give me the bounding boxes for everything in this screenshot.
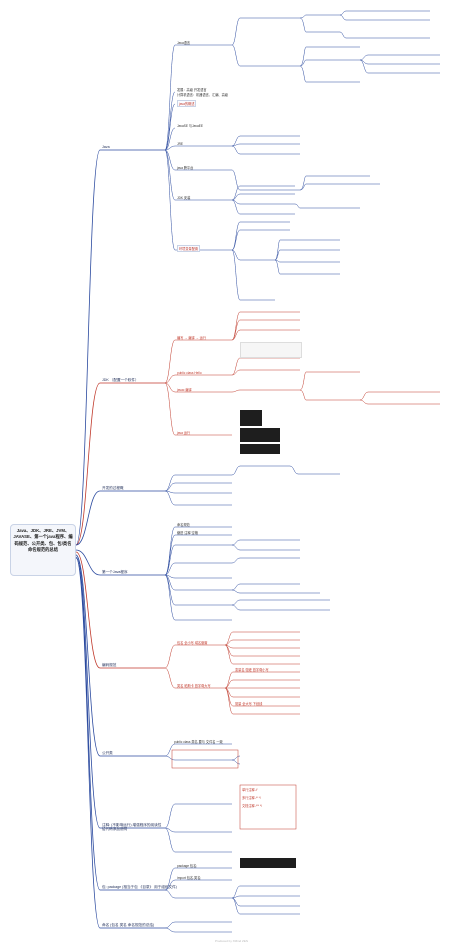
single-comment-node[interactable]: 单行注释 // bbox=[242, 788, 258, 792]
branch-naming[interactable]: 命名 (包名 类名 命名规范的总结) bbox=[102, 923, 155, 927]
java-dev-node[interactable]: 发展：高级 开发语言 bbox=[177, 88, 207, 92]
screenshot-thumbnail-cmd-3 bbox=[240, 444, 280, 454]
package-decl-node[interactable]: package 包名; bbox=[177, 864, 198, 868]
jre-node[interactable]: JRE bbox=[177, 142, 184, 146]
javase-javaee-node[interactable]: JavaSE 与JavaEE bbox=[177, 124, 204, 128]
screenshot-thumbnail-package bbox=[240, 858, 296, 868]
multi-comment-node[interactable]: 多行注释 /* */ bbox=[242, 796, 261, 800]
jdk-java-run-node[interactable]: java 运行 bbox=[177, 431, 191, 435]
java-computer-lang-node[interactable]: 计算机语言：机器语言、汇编、高级 bbox=[177, 93, 228, 97]
const-rule-node[interactable]: 常量 全大写 下划线 bbox=[235, 702, 263, 706]
branch-public-class[interactable]: 公开类 bbox=[102, 751, 113, 755]
jdk-env-node[interactable]: 环境变量配置 bbox=[177, 245, 201, 252]
doc-comment-node[interactable]: 文档注释 /** */ bbox=[242, 804, 263, 808]
screenshot-thumbnail-cmd-2 bbox=[240, 428, 280, 442]
branch-first-program[interactable]: 第一个Java程序 bbox=[102, 570, 128, 574]
jdk-hello-node[interactable]: public class Hello bbox=[177, 371, 202, 375]
javase-node[interactable]: JDK 安装 bbox=[177, 196, 191, 200]
jdk-dev-process-node[interactable]: 编写 → 编译 → 运行 bbox=[177, 336, 207, 340]
branch-comments[interactable]: 注释: (不影响运行) 增强程序的阅读性 给代码添加说明 bbox=[102, 823, 162, 831]
public-class-rule-node[interactable]: public class 类名 要与 文件名 一致 bbox=[174, 740, 223, 744]
naming-rule-node[interactable]: 命名规范 bbox=[177, 523, 190, 527]
screenshot-thumbnail-cmd-1 bbox=[240, 410, 262, 426]
import-decl-node[interactable]: import 包名.类名; bbox=[177, 876, 202, 880]
java-overview-node[interactable]: java的概述 bbox=[177, 100, 197, 107]
jdk-javac-node[interactable]: javac 编译 bbox=[177, 388, 192, 392]
package-rule-node[interactable]: 包名 全小写 域名倒置 bbox=[177, 641, 208, 645]
java-cross-platform-node[interactable]: java 跨平台 bbox=[177, 166, 194, 170]
branch-dev-process[interactable]: 开发的过程概 bbox=[102, 486, 124, 490]
indent-rule-node[interactable]: 缩进 注释 空格 bbox=[177, 531, 198, 535]
branch-coding-style[interactable]: 编码规范 bbox=[102, 663, 117, 667]
root-topic[interactable]: Java、JDK、JRE、JVM、JAVASE、第一个java程序、编码规范、公… bbox=[10, 524, 76, 576]
screenshot-thumbnail-jdk-install bbox=[240, 342, 302, 358]
branch-jdk[interactable]: JDK （配置一个软件） bbox=[102, 378, 139, 382]
footer-watermark: Produced by XMind ZEN bbox=[215, 939, 249, 943]
var-rule-node[interactable]: 变量名 驼峰 首字母小写 bbox=[235, 668, 269, 672]
branch-java[interactable]: Java bbox=[102, 145, 110, 149]
java-language-node[interactable]: Java语言 bbox=[177, 41, 191, 45]
branch-package[interactable]: 包: package (相当于包 《目录》 用于组织文件) bbox=[102, 885, 177, 889]
class-rule-node[interactable]: 类名 帕斯卡 首字母大写 bbox=[177, 684, 211, 688]
